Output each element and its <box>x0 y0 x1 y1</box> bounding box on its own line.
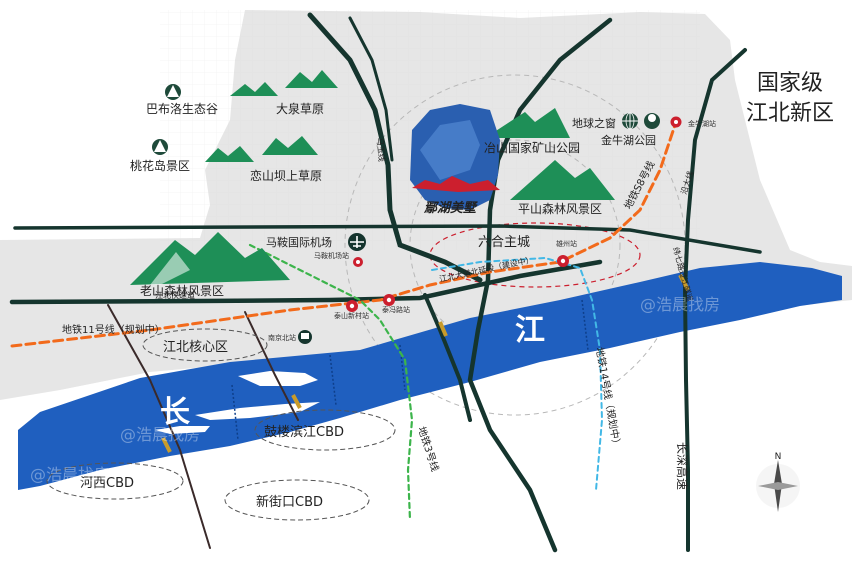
airplane-icon <box>348 233 366 251</box>
river-label-jiang: 江 <box>515 313 545 348</box>
label-metro-11: 地铁11号线（规划中） <box>62 323 165 336</box>
region-title-line2: 江北新区 <box>746 101 834 126</box>
mountain-icon <box>262 136 318 155</box>
label-airport: 马鞍国际机场 <box>266 235 332 249</box>
yangtze-river <box>18 262 842 490</box>
road-jiangbei-expressway <box>9 259 603 305</box>
district-outline <box>46 462 184 500</box>
pagoda-icon <box>165 84 181 100</box>
bridge-mark <box>438 321 448 337</box>
mountain-icon <box>285 70 338 88</box>
label-xinjiekou-cbd: 新街口CBD <box>256 494 323 510</box>
metro-s8-line <box>10 120 678 348</box>
label-mayu-road: 马玉线 <box>375 137 387 162</box>
label-xiongzhou-station: 雄州站 <box>556 239 577 248</box>
label-changshen-expressway: 长深高速 <box>675 442 690 490</box>
river-island <box>238 371 318 386</box>
project-name: 鄢湖美墅 <box>423 200 478 216</box>
road-dinghuai-tunnel <box>244 311 299 421</box>
station-marker <box>353 257 363 267</box>
label-jiangbei-expressway: 江北快速道 <box>155 290 195 300</box>
station-marker <box>346 300 358 312</box>
river-island <box>155 426 210 434</box>
road-ningliu <box>467 17 613 553</box>
label-taishan-station: 泰山新村站 <box>334 311 369 320</box>
station-marker <box>383 294 395 306</box>
label-nanjing-north-station: 南京北站 <box>268 333 296 342</box>
road-changshen-expressway <box>682 48 747 552</box>
mountain-icon-highlight <box>150 252 190 285</box>
river-island <box>195 402 320 420</box>
label-liuhe-city: 六合主城 <box>478 235 530 250</box>
road-weiqi-tunnel <box>107 304 211 549</box>
tree-globe-icon <box>644 113 660 129</box>
mountain-icon <box>510 160 615 200</box>
station-marker <box>670 116 682 128</box>
metro-lines <box>10 120 678 522</box>
label-airport-station: 马鞍机场站 <box>314 251 349 260</box>
label-yeshan: 冶山国家矿山公园 <box>484 140 580 155</box>
label-babuluo: 巴布洛生态谷 <box>146 101 218 116</box>
district-outlines <box>46 328 396 521</box>
river-tunnels <box>231 299 589 441</box>
tunnel-line <box>581 299 589 351</box>
bridge-mark <box>161 437 172 453</box>
watermark: @浩晨找房 <box>640 295 720 314</box>
tunnel-line <box>231 384 239 441</box>
label-pingshan: 平山森林风景区 <box>518 201 602 216</box>
tunnel-line <box>399 344 406 391</box>
liuhe-city-ring <box>429 222 641 288</box>
label-hexi-cbd: 河西CBD <box>80 476 134 491</box>
mountain-icon <box>205 146 254 162</box>
train-station-icon <box>298 330 312 344</box>
watermark: @浩晨找房 <box>30 465 110 484</box>
compass-icon: N <box>756 452 800 512</box>
road-top-horizontal <box>13 224 762 254</box>
watermark: @浩晨找房 <box>120 425 200 444</box>
region-title-line1: 国家级 <box>757 71 823 96</box>
mountain-icon <box>485 108 570 138</box>
project-lake-highlight <box>420 120 480 180</box>
metro-stations <box>346 116 682 312</box>
globe-icon <box>622 112 638 130</box>
metro-14-line <box>431 256 604 491</box>
bridges <box>161 274 690 453</box>
label-daquan: 大泉草原 <box>276 102 324 116</box>
major-roads <box>9 12 762 553</box>
road-mayu-branch <box>348 16 394 162</box>
label-taohua: 桃花岛景区 <box>130 158 190 173</box>
label-jiangbei-core: 江北核心区 <box>163 340 228 355</box>
label-taifeng-station: 泰冯路站 <box>382 305 410 314</box>
project-logo-roof <box>412 176 500 192</box>
district-outline <box>224 479 370 521</box>
river-label-chang: 长 <box>160 395 190 430</box>
tunnel-line <box>329 354 337 406</box>
label-laoshan: 老山森林风景区 <box>140 283 224 298</box>
project-logo: 鄢湖美墅 <box>412 176 500 216</box>
pagoda-icon <box>152 139 168 155</box>
label-jinniuhu-station: 金牛湖站 <box>688 119 716 128</box>
road-river-bridge <box>423 293 472 422</box>
compass-label: N <box>775 452 782 462</box>
road-mayu <box>307 12 483 283</box>
mountain-icons <box>130 70 615 285</box>
bridge-mark <box>678 274 690 291</box>
mountain-icon <box>230 82 278 96</box>
district-outline <box>254 409 396 451</box>
bridge-mark <box>291 394 302 409</box>
label-gulou-cbd: 鼓楼滨江CBD <box>264 424 344 440</box>
metro-3-line <box>248 243 414 522</box>
label-jinniu-lake: 金牛湖公园 <box>601 133 656 147</box>
district-outline <box>142 328 268 362</box>
label-lianshan: 恋山坝上草原 <box>250 168 322 183</box>
station-marker <box>557 255 569 267</box>
label-earth-window: 地球之窗 <box>572 116 616 130</box>
